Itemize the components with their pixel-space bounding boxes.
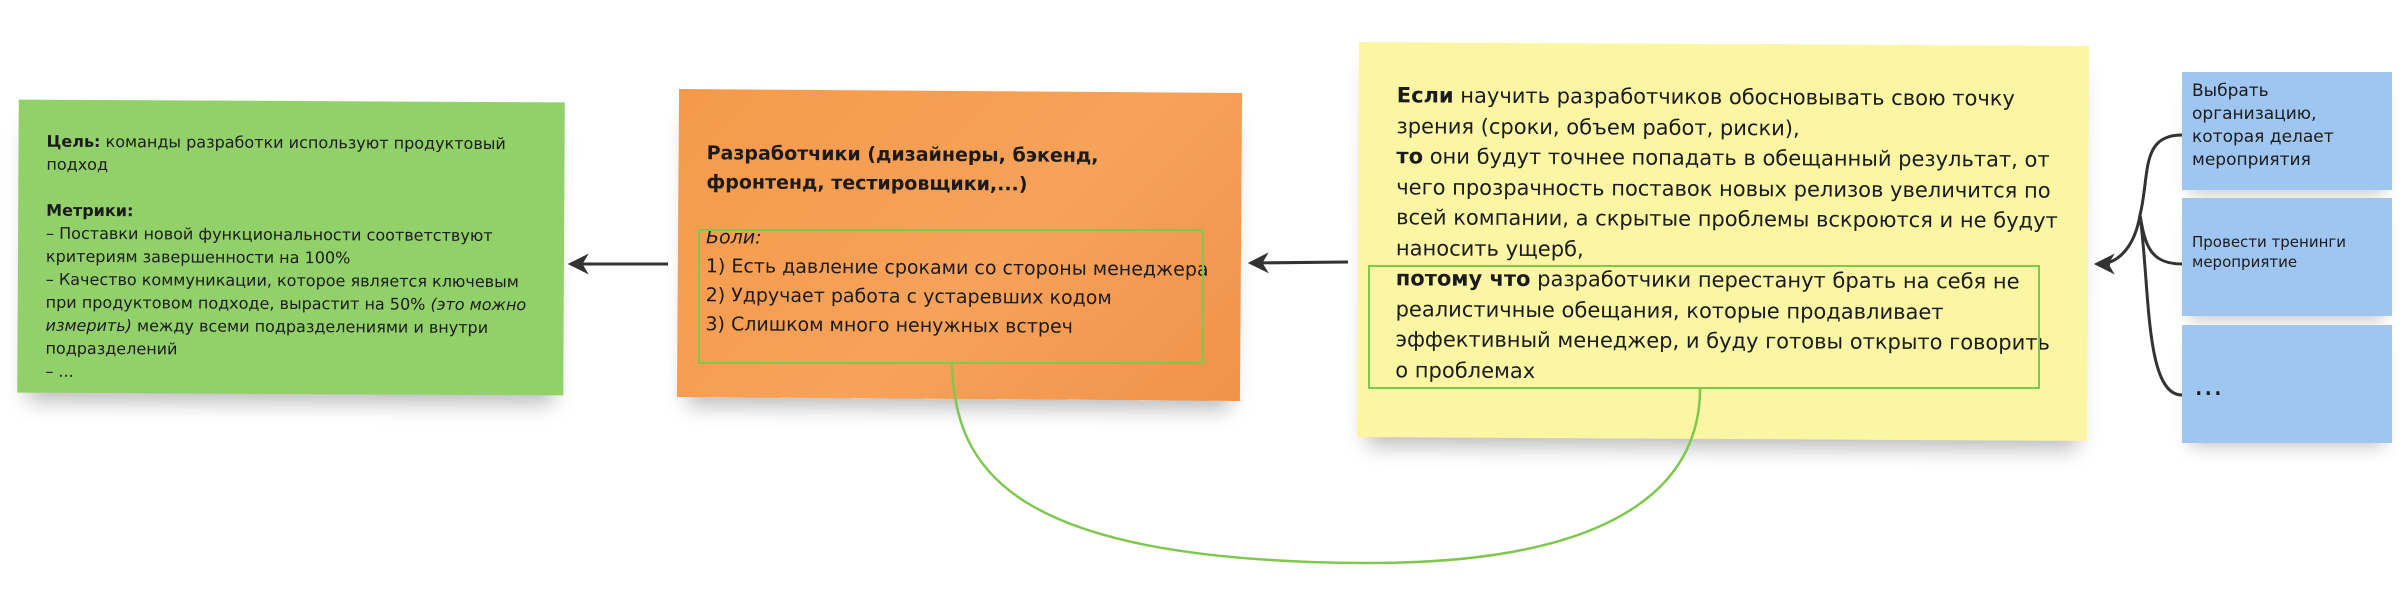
action-note-more[interactable]: ... <box>2182 325 2392 443</box>
action-note-run-training[interactable]: Провести тренинги мероприятие <box>2182 198 2392 316</box>
action-note-choose-organization[interactable]: Выбрать организацию, которая делает меро… <box>2182 72 2392 190</box>
because-highlight-frame[interactable] <box>1368 265 2040 389</box>
arrow-hypothesis-to-developers[interactable] <box>1247 252 1349 274</box>
brace-connector[interactable] <box>2101 133 2183 397</box>
link-pains-to-because[interactable] <box>950 363 1702 565</box>
pains-highlight-frame[interactable] <box>698 229 1204 364</box>
